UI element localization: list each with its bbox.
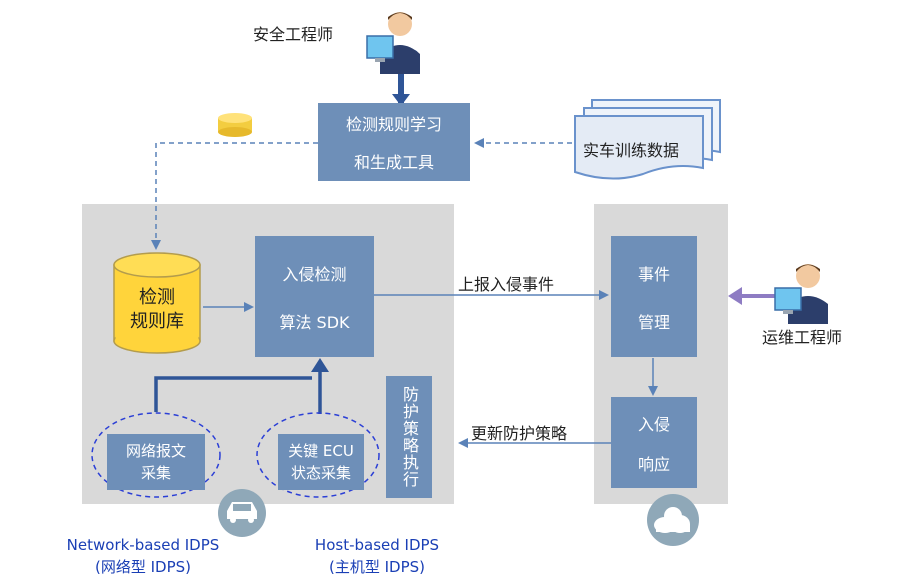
detection-sdk-box: 入侵检测 算法 SDK xyxy=(255,236,374,357)
event-management-line1: 事件 xyxy=(637,264,670,284)
intrusion-response-line2: 响应 xyxy=(637,454,670,474)
ops-engineer-label: 运维工程师 xyxy=(762,328,843,347)
rule-database-line2: 规则库 xyxy=(130,311,184,332)
host-idps-line2: (主机型 IDPS) xyxy=(328,558,425,576)
database-icon xyxy=(218,113,252,137)
intrusion-response-line1: 入侵 xyxy=(637,414,670,434)
rule-database-label: 检测 规则库 xyxy=(114,286,200,334)
network-packet-collector-line2: 采集 xyxy=(140,464,171,482)
host-idps-label: Host-based IDPS (主机型 IDPS) xyxy=(304,534,450,578)
rule-learning-tool-line2: 和生成工具 xyxy=(353,153,434,172)
intrusion-response-box: 入侵 响应 xyxy=(611,397,697,488)
collectors-to-sdk-arrowhead xyxy=(311,358,329,372)
rule-learning-tool-line1: 检测规则学习 xyxy=(345,115,442,134)
car-icon xyxy=(218,489,266,537)
ecu-state-collector-line1: 关键 ECU xyxy=(288,442,354,460)
ecu-state-collector-box: 关键 ECU 状态采集 xyxy=(278,434,364,490)
detection-sdk-line1: 入侵检测 xyxy=(282,264,347,284)
event-management-line2: 管理 xyxy=(637,312,670,332)
network-idps-line2: (网络型 IDPS) xyxy=(94,558,191,576)
ops-to-event-arrowhead xyxy=(728,287,742,305)
tool-to-ruledb-edge xyxy=(151,142,318,250)
host-idps-line1: Host-based IDPS xyxy=(314,536,440,554)
person-at-computer-icon xyxy=(774,264,828,324)
rule-learning-tool-box: 检测规则学习 和生成工具 xyxy=(318,103,470,181)
cloud-icon xyxy=(647,494,699,546)
event-management-box: 事件 管理 xyxy=(611,236,697,357)
network-packet-collector-box: 网络报文 采集 xyxy=(107,434,205,490)
network-idps-line1: Network-based IDPS xyxy=(66,536,220,554)
report-event-label: 上报入侵事件 xyxy=(458,275,555,294)
engineer-to-tool-arrowhead xyxy=(392,94,410,106)
detection-sdk-line2: 算法 SDK xyxy=(279,312,350,332)
document-stack-icon xyxy=(574,99,721,180)
network-packet-collector-line1: 网络报文 xyxy=(125,442,186,460)
rule-database-line1: 检测 xyxy=(139,287,175,308)
security-engineer-label: 安全工程师 xyxy=(253,25,334,44)
defense-policy-exec-box: 防护策略执行 xyxy=(386,376,432,498)
ecu-state-collector-line2: 状态采集 xyxy=(290,464,351,482)
net-collector-to-sdk-edge xyxy=(154,376,312,412)
net-collector-ellipse xyxy=(91,412,221,498)
defense-policy-exec-text: 防护策略执行 xyxy=(400,386,419,488)
training-data-label: 实车训练数据 xyxy=(583,141,680,160)
ecu-collector-ellipse xyxy=(256,412,380,498)
rule-database-cylinder xyxy=(113,252,201,354)
person-at-computer-icon xyxy=(366,12,420,74)
update-policy-label: 更新防护策略 xyxy=(471,424,568,443)
network-idps-label: Network-based IDPS (网络型 IDPS) xyxy=(58,534,228,578)
